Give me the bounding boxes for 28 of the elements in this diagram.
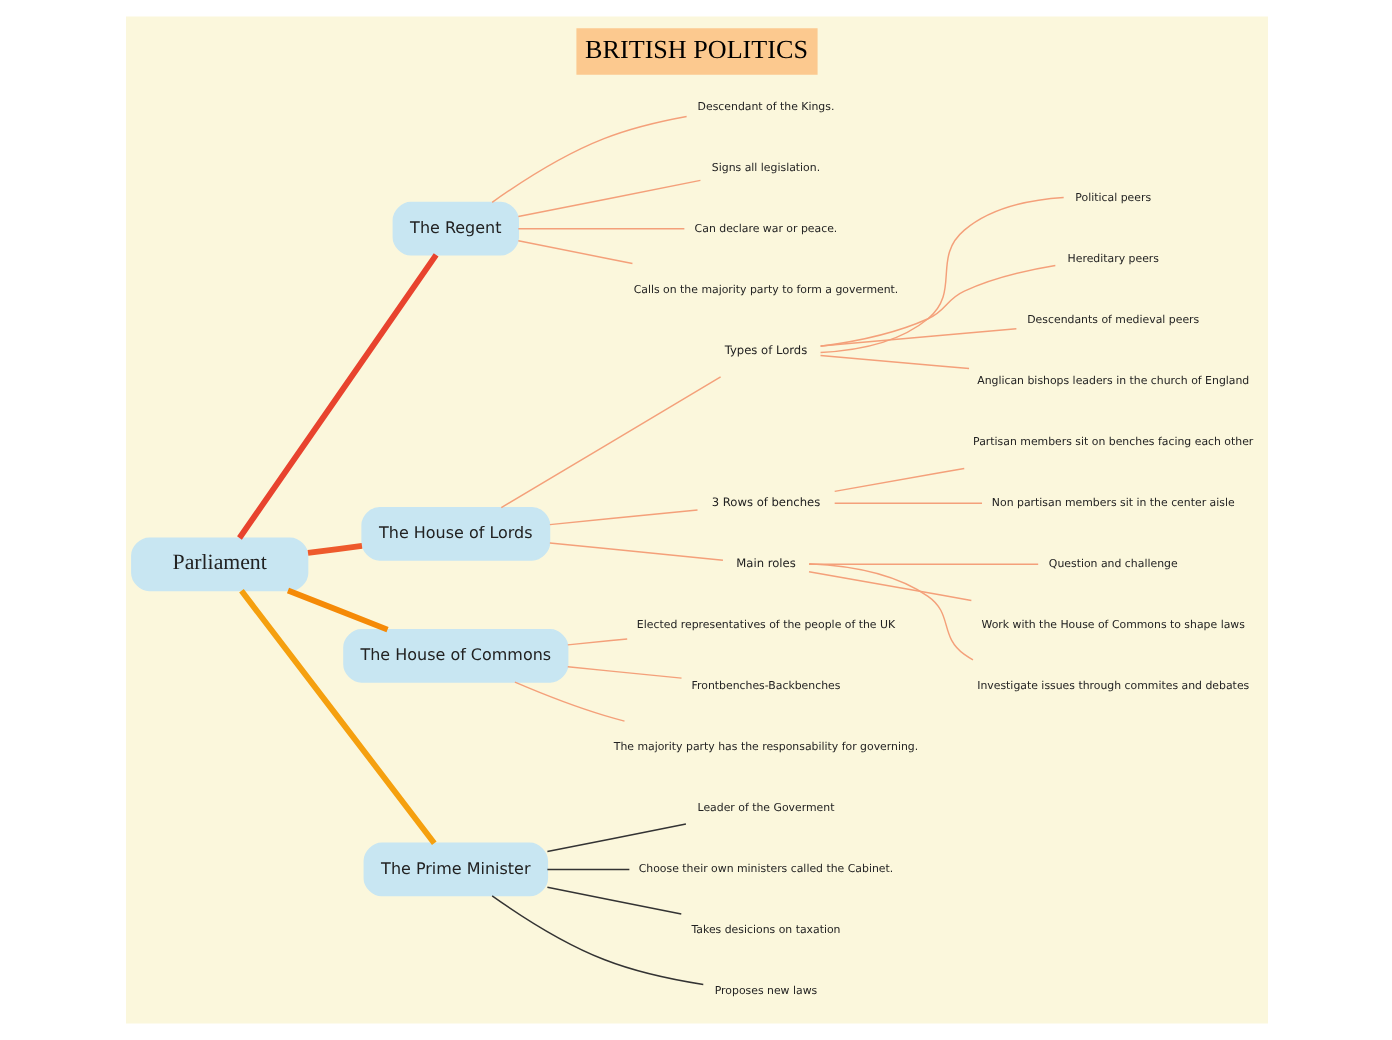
connector [490,115,687,204]
connector [818,196,1064,354]
connector [832,467,964,493]
connector [513,681,625,722]
connector [566,666,682,679]
connector [545,823,686,853]
connector [832,502,982,504]
connector [818,327,1017,347]
connector [807,563,973,661]
connector [548,509,698,526]
connector [285,587,388,633]
connector [306,543,362,556]
connector [818,264,1056,347]
connector [566,638,627,646]
connector [490,895,703,986]
connector [818,354,969,370]
node-box: Parliament [130,537,308,592]
connector [545,868,630,871]
connector [807,570,972,602]
connector [516,179,701,218]
connector [499,376,721,509]
connector [548,542,723,561]
connector [238,589,436,845]
diagram-title: BRITISH POLITICS [584,33,807,64]
connector [545,886,681,915]
connector [236,253,438,540]
connector [516,227,685,230]
connector [516,240,633,265]
